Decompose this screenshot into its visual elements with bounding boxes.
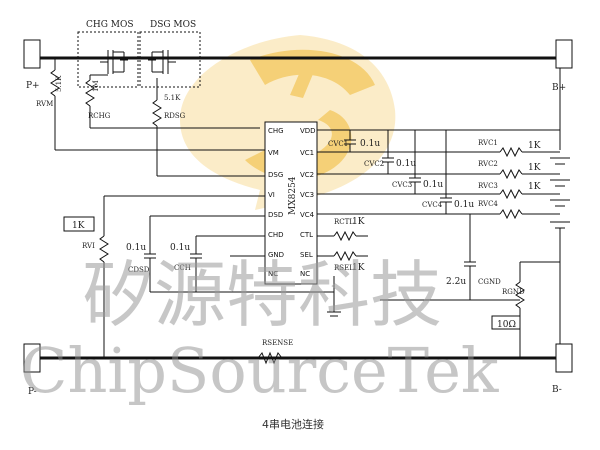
rvm-resistor [50,58,60,150]
pin-right-8: NC [300,270,310,278]
pin-left-1: CHG [268,127,284,135]
caption: 4串电池连接 [262,418,324,431]
chip-name: MX8254 [288,176,298,215]
rchg-resistor [85,74,260,129]
pin-right-3: VC2 [300,171,314,179]
cchd-capacitor [190,235,265,292]
rgnd-value-box [491,315,521,330]
cvc2-label: CVC2 [364,160,384,168]
rvc4-resistor [499,208,560,220]
pin-right-7: SEL [300,251,313,259]
cgnd-capacitor [380,214,520,301]
pin-right-4: VC3 [300,191,314,199]
rvi-resistor [99,235,109,358]
cchd-label: CCH [174,264,191,272]
cvc1-label: CVC1 [328,140,348,148]
rdsg-label: RDSG [164,112,186,120]
rsel-resistor [317,250,368,262]
dsg-mosfet-symbol [148,50,176,74]
pin-right-1: VDD [300,127,316,135]
pin-right-6: CTL [300,231,313,239]
rctl-label: RCTL [334,218,354,226]
rvc2-resistor [499,168,560,180]
pin-right-5: VC4 [300,211,315,219]
rchg-label: RCHG [88,112,111,120]
chip-pins-right: VDD VC1 VC2 VC3 VC4 CTL SEL NC [300,127,316,278]
rctl-value: 1K [352,217,365,227]
rsense-resistor [257,351,283,365]
rvc4-label: RVC4 [478,200,498,208]
rvc1-label: RVC1 [478,139,498,147]
chg-mos-box [77,31,139,88]
cdsd-capacitor [144,215,265,292]
cvc4-capacitor [440,130,452,214]
pin-left-2: VM [268,149,279,157]
cvc3-value: 0.1u [423,180,443,190]
rvi-value-box [63,216,95,232]
r-5k1-b-label: 5.1K [164,94,181,102]
battery-stack [550,68,570,344]
rvi-value: 1K [72,221,85,231]
vi-wire [103,195,265,236]
p-minus-label: P- [28,387,37,397]
rvc3-value: 1K [528,182,541,192]
chip-pins-left: CHG VM DSG VI DSD CHD GND NC [268,127,284,278]
dsg-mos-label: DSG MOS [150,20,196,30]
pin-left-5: DSD [268,211,283,219]
cvc3-label: CVC3 [392,181,412,189]
pin-left-4: VI [268,191,275,199]
cgnd-value: 2.2u [446,277,466,287]
rvm-label: RVM [36,100,53,108]
rctl-resistor [317,230,368,242]
cgnd-label: CGND [478,278,501,286]
rvc2-value: 1K [528,163,541,173]
rvc3-label: RVC3 [478,182,498,190]
cvc2-capacitor [382,130,394,174]
p-minus-terminal [23,343,41,373]
cchd-value: 0.1u [170,243,190,253]
rvi-label: RVI [82,242,95,250]
watermark-en: ChipSourceTek [20,334,499,407]
watermark-cn: 矽源特科技 [82,253,442,337]
dsg-mos-box [139,31,201,88]
b-plus-terminal [555,39,573,69]
pin-right-2: VC1 [300,149,314,157]
pin-left-3: DSG [268,171,283,179]
b-plus-label: B+ [552,83,566,93]
rdsg-resistor [152,78,265,177]
cvc3-capacitor [409,130,421,194]
rvc2-label: RVC2 [478,160,498,168]
chg-mosfet-symbol [100,50,128,74]
b-minus-label: B- [552,385,562,395]
cvc4-value: 0.1u [454,200,474,210]
pin-left-6: CHD [268,231,284,239]
b-minus-terminal [555,343,573,373]
cvc1-capacitor [344,130,356,152]
rsense-label: RSENSE [262,339,293,347]
cvc4-label: CVC4 [422,201,443,209]
chip-ground-symbol [327,276,341,317]
cvc2-value: 0.1u [396,159,416,169]
p-plus-terminal [23,39,41,69]
pin-left-8: NC [268,270,278,278]
r-1m-label: 1M [92,80,100,92]
rgnd-value: 10Ω [497,320,516,330]
chg-mos-label: CHG MOS [86,20,134,30]
pin-left-7: GND [268,251,284,259]
rgnd-resistor [515,261,560,358]
rgnd-label: RGND [502,288,525,296]
rsel-label: RSEL [334,264,354,272]
cdsd-value: 0.1u [126,243,146,253]
rvc1-resistor [499,146,560,158]
rvc3-resistor [499,188,560,200]
cdsd-label: CDSD [128,266,150,274]
rvc1-value: 1K [528,141,541,151]
cvc1-value: 0.1u [360,139,380,149]
chip-body [264,121,318,285]
rsel-value: 1K [352,263,365,273]
r-5k1-a-label: 5.1K [55,75,63,92]
p-plus-label: P+ [26,81,40,91]
